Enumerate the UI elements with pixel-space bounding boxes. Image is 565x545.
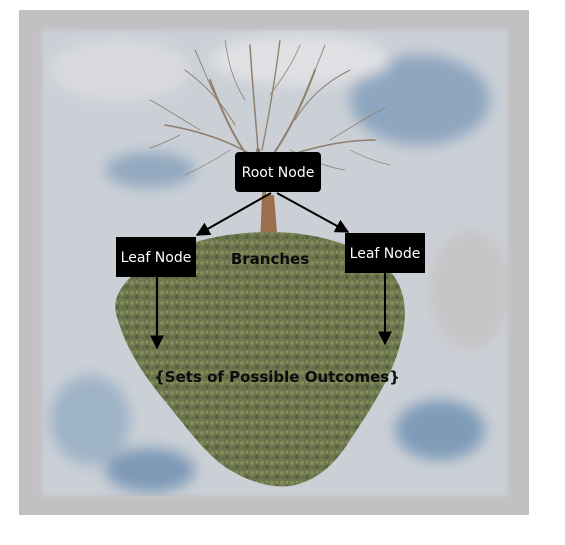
leaf-node-right: Leaf Node	[345, 233, 425, 273]
root-node: Root Node	[235, 152, 321, 192]
branches-label: Branches	[231, 250, 309, 268]
leaf-node-left-box	[116, 237, 196, 277]
root-node-label: Root Node	[242, 165, 315, 181]
tree-foliage	[115, 232, 405, 487]
leaf-node-right-box	[345, 233, 425, 273]
arrow-root-to-leaf-right	[276, 192, 350, 233]
leaf-node-left: Leaf Node	[116, 237, 196, 277]
arrow-root-to-leaf-left	[195, 192, 272, 236]
background-sky-patches	[50, 35, 508, 492]
leaf-node-right-label: Leaf Node	[350, 246, 421, 262]
diagram-arrows	[150, 192, 392, 350]
leaf-node-left-label: Leaf Node	[121, 250, 192, 266]
outcomes-label: {Sets of Possible Outcomes}	[154, 368, 400, 386]
root-node-box	[235, 152, 321, 192]
